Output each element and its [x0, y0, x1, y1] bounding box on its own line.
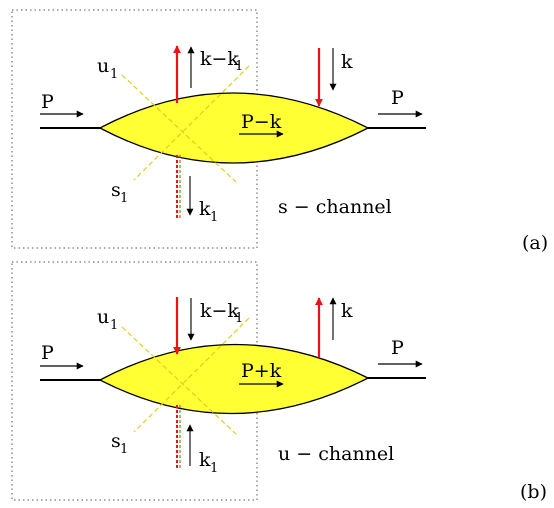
panel-a-upper-momentum: k−k [200, 48, 239, 70]
panel-b-cut-label-s-sub: 1 [120, 442, 128, 457]
panel-a-self-energy-blob [98, 92, 370, 164]
panel-a-channel-label: s − channel [278, 196, 392, 218]
panel-a-incoming-momentum: P [41, 91, 54, 113]
panel-a-internal-momentum: P−k [241, 111, 282, 133]
panel-a-cut-label-u: u [97, 55, 109, 77]
panel-b-incoming-momentum: P [41, 342, 54, 364]
panel-b-right-momentum: k [341, 300, 353, 322]
panel-b-cut-label-s: s [111, 430, 121, 452]
panel-a-cut-line-s [133, 65, 250, 181]
panel-b-outgoing-momentum: P [391, 337, 404, 359]
panel-a-tag: (a) [522, 232, 548, 254]
panel-a-outgoing-momentum: P [391, 87, 404, 109]
panel-b-cut-line-u [121, 326, 237, 435]
panel-a-cut-line-u [121, 74, 237, 183]
panel-b-lower-momentum-sub: 1 [210, 461, 218, 476]
panel-b-upper-momentum-sub: 1 [235, 311, 243, 326]
panel-b-tag: (b) [520, 481, 547, 503]
panel-a-lower-momentum-sub: 1 [210, 210, 218, 225]
panel-b-upper-momentum: k−k [200, 300, 239, 322]
panel-b-cut-label-u: u [97, 306, 109, 328]
panel-a-lower-momentum: k [199, 198, 211, 220]
panel-a-frame [11, 9, 258, 249]
panel-a-cut-label-s: s [111, 179, 121, 201]
panel-b-frame [11, 261, 258, 501]
panel-b-lower-momentum: k [199, 449, 211, 471]
panel-a-right-momentum: k [341, 51, 353, 73]
panel-b-self-energy-blob [98, 343, 370, 415]
panel-b: P P P+k k−k 1 k 1 k u 1 s 1 u − c [11, 261, 547, 503]
panel-b-cut-line-s [133, 317, 250, 433]
panel-a: P P P−k k−k 1 k 1 k u 1 s 1 s − c [11, 9, 548, 254]
panel-a-cut-label-u-sub: 1 [110, 67, 118, 82]
panel-a-cut-label-s-sub: 1 [120, 191, 128, 206]
panel-b-internal-momentum: P+k [241, 360, 282, 382]
panel-b-cut-label-u-sub: 1 [110, 318, 118, 333]
panel-b-channel-label: u − channel [278, 443, 394, 465]
panel-a-upper-momentum-sub: 1 [235, 59, 243, 74]
